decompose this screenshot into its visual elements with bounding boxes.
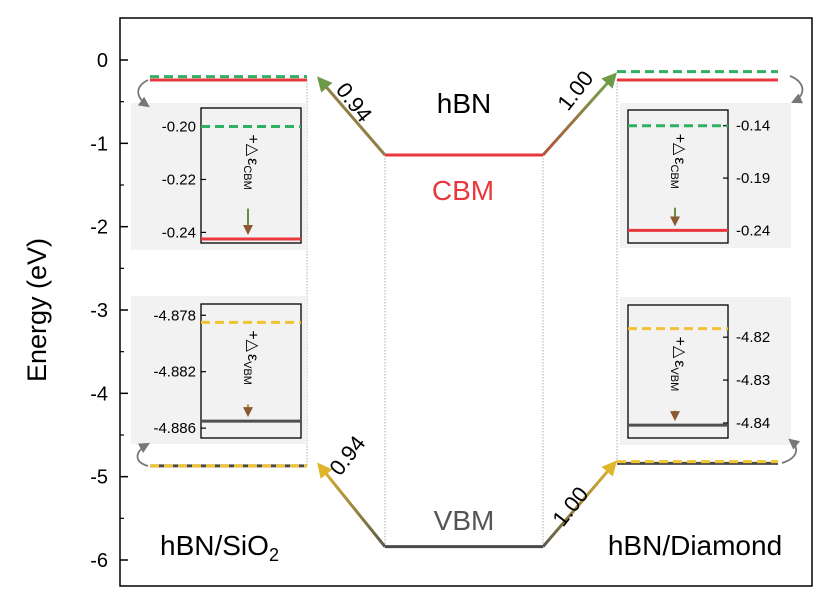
inset-delta-text: +△ εVBM — [241, 330, 261, 385]
inset-tick-label: -0.24 — [162, 224, 196, 241]
transition-arrow-sio2-cbm — [317, 76, 387, 156]
label-hbn-sio2: hBN/SiO2 — [160, 530, 279, 565]
inset-panel-sio2-vbm — [131, 296, 307, 444]
inset-delta-label: +△ εVBM — [241, 330, 261, 385]
inset-tick-label: -4.878 — [153, 307, 196, 324]
inset-delta-text: +△εCBM — [668, 134, 688, 189]
transition-value-diamond-cbm: 1.00 — [552, 66, 598, 115]
inset-delta-label: +△εVBM — [668, 337, 688, 392]
y-tick-label: -6 — [90, 550, 108, 572]
y-tick-label: -2 — [90, 217, 108, 239]
epsilon-symbol: ε — [671, 360, 688, 367]
y-tick-label: -4 — [90, 383, 108, 405]
transition-value-sio2-vbm: 0.94 — [324, 431, 370, 480]
y-tick-label: -1 — [90, 133, 108, 155]
inset-frame-sio2-cbm — [200, 107, 302, 244]
epsilon-subscript: VBM — [668, 367, 680, 391]
inset-delta-label: +△εCBM — [668, 134, 688, 189]
link-arrow-diamond-cbm — [789, 75, 804, 104]
delta-symbol: +△ — [244, 135, 261, 157]
inset-tick-label: -0.14 — [736, 118, 770, 135]
inset-tick-label: -0.22 — [162, 171, 196, 188]
y-tick-label: -5 — [90, 467, 108, 489]
epsilon-subscript: CBM — [668, 165, 680, 189]
inset-frame-sio2-vbm — [200, 303, 302, 439]
transition-value-diamond-vbm: 1.00 — [547, 482, 593, 531]
y-axis-label: Energy (eV) — [22, 238, 52, 382]
transition-arrow-sio2-vbm — [317, 462, 387, 548]
inset-frame-diamond-vbm — [627, 304, 729, 439]
transition-arrow-diamond-cbm — [541, 72, 618, 157]
inset-tick-label: -4.83 — [736, 372, 770, 389]
inset-tick-label: -4.886 — [153, 420, 196, 437]
inset-tick-label: -0.20 — [162, 119, 196, 136]
y-tick-label: 0 — [97, 50, 108, 72]
label-hbn-sio2-subscript: 2 — [269, 545, 279, 565]
inset-frame-diamond-cbm — [627, 109, 729, 244]
label-cbm: CBM — [432, 175, 494, 206]
inset-tick-label: -0.19 — [736, 170, 770, 187]
link-arrow-diamond-vbm — [781, 438, 801, 464]
inset-tick-label: -4.84 — [736, 415, 770, 432]
epsilon-subscript: VBM — [241, 361, 253, 385]
y-tick-label: -3 — [90, 300, 108, 322]
link-arrow-sio2-vbm — [136, 442, 150, 467]
label-vbm: VBM — [434, 505, 495, 536]
inset-tick-label: -0.24 — [736, 222, 770, 239]
delta-symbol: +△ — [671, 337, 688, 359]
label-hbn-diamond: hBN/Diamond — [608, 530, 782, 561]
epsilon-symbol: ε — [244, 354, 261, 361]
inset-delta-text: +△εVBM — [668, 337, 688, 392]
label-hbn-sio2-main: hBN/SiO — [160, 530, 269, 561]
inset-delta-label: +△εCBM — [241, 135, 261, 190]
epsilon-subscript: CBM — [241, 165, 253, 189]
delta-symbol: +△ — [244, 330, 261, 352]
transition-arrow-diamond-vbm — [541, 460, 617, 548]
inset-delta-text: +△εCBM — [241, 135, 261, 190]
epsilon-symbol: ε — [244, 158, 261, 165]
label-hbn: hBN — [437, 88, 491, 119]
inset-tick-label: -4.82 — [736, 329, 770, 346]
plot-frame — [119, 17, 813, 587]
inset-panel-diamond-vbm — [620, 297, 791, 445]
link-arrow-sio2-cbm — [137, 79, 150, 108]
delta-symbol: +△ — [671, 134, 688, 156]
inset-tick-label: -4.882 — [153, 364, 196, 381]
epsilon-symbol: ε — [671, 157, 688, 164]
